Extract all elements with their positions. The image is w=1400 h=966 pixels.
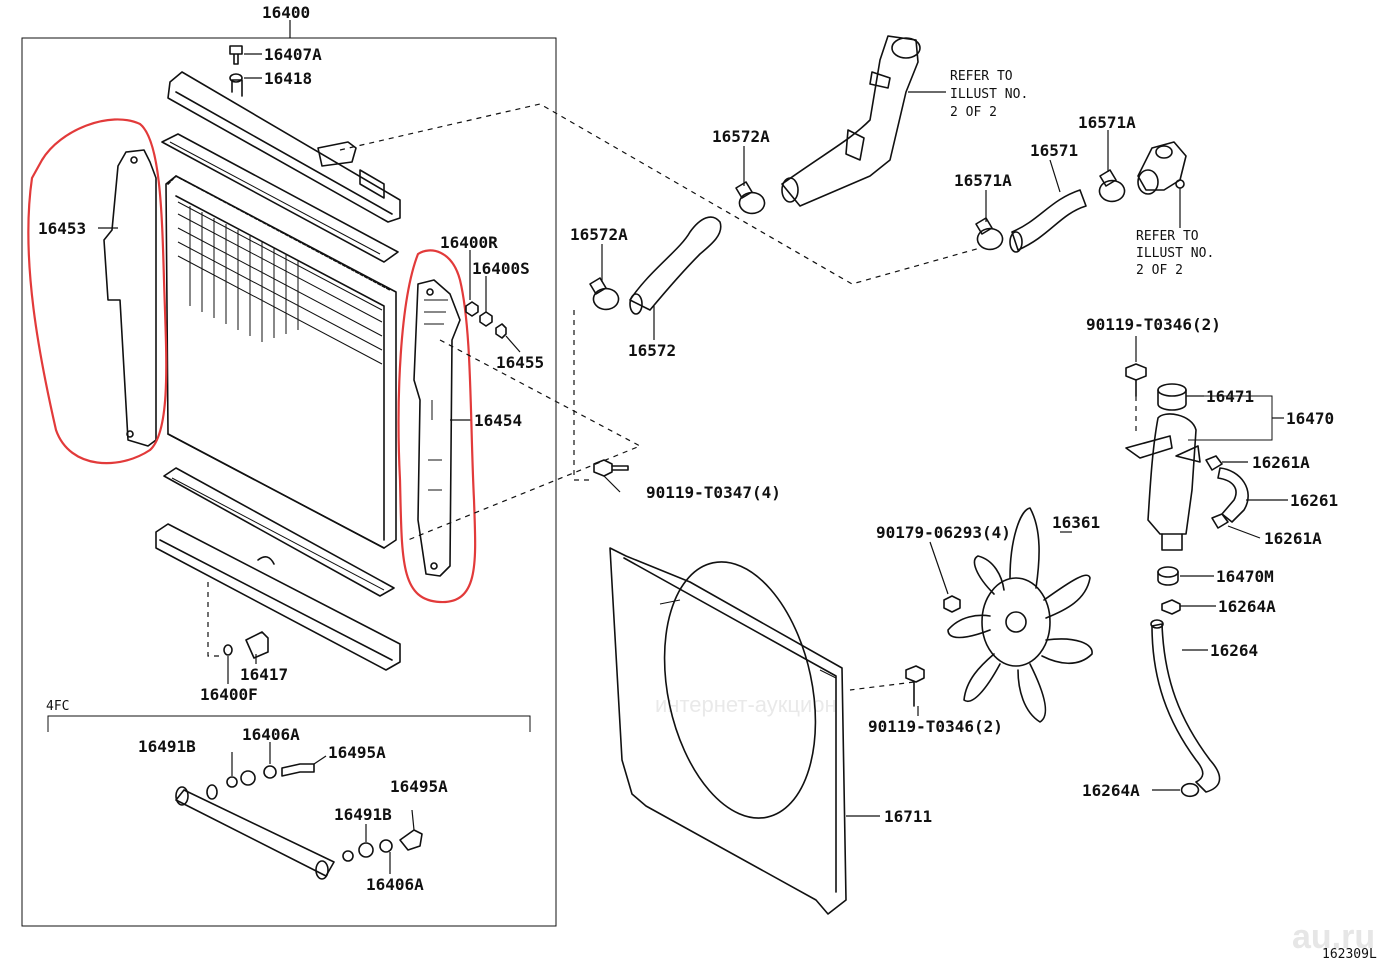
label-16400: 16400: [262, 3, 310, 22]
label-16495A-b: 16495A: [390, 777, 448, 796]
label-4fc: 4FC: [46, 699, 69, 714]
diagram-id: 162309L: [1322, 947, 1377, 962]
hose-clamp-16571A-right: [1098, 169, 1126, 203]
label-16400R: 16400R: [440, 233, 498, 252]
refer1-line3: 2 OF 2: [950, 105, 997, 120]
label-16261: 16261: [1290, 491, 1338, 510]
label-16406A-b: 16406A: [366, 875, 424, 894]
right-side-support: [413, 279, 461, 577]
left-side-support: [103, 149, 157, 447]
radiator-assembly-frame: [21, 37, 557, 927]
leader-upper-hose: [339, 103, 981, 285]
label-16407A: 16407A: [264, 45, 322, 64]
label-90119-T0346-top: 90119-T0346(2): [1086, 315, 1221, 334]
label-16711: 16711: [884, 807, 932, 826]
hose-16264: [1150, 619, 1221, 793]
radiator-core: [165, 175, 397, 549]
cooling-fan: [947, 507, 1093, 723]
refer2-line3: 2 OF 2: [1136, 263, 1183, 278]
highlight-16454: [397, 249, 477, 604]
radiator-upper-tank: [167, 71, 401, 223]
nut-90179-06293: [943, 595, 961, 613]
hose-clamp-16572A-left: [589, 277, 620, 311]
variant-bracket: [47, 715, 531, 732]
watermark-logo: au.ru: [1292, 918, 1375, 956]
hose-clamp-16571A-left: [975, 217, 1004, 251]
label-16454: 16454: [474, 411, 522, 430]
refer1-line2: ILLUST NO.: [950, 87, 1028, 102]
bolt-90119-T0346-tank: [1125, 363, 1147, 397]
label-90119-T0347: 90119-T0347(4): [646, 483, 781, 502]
label-16571A-left: 16571A: [954, 171, 1012, 190]
label-16264A-top: 16264A: [1218, 597, 1276, 616]
label-90179-06293: 90179-06293(4): [876, 523, 1011, 542]
clamp-16264A-bottom: [1180, 782, 1200, 798]
reservoir-tank: [1125, 413, 1201, 551]
bolt-90119-T0347: [593, 459, 629, 477]
bolt-90119-T0346-fan: [905, 665, 925, 707]
label-16572A-left: 16572A: [570, 225, 628, 244]
clamp-16264A-top: [1161, 599, 1181, 615]
label-16491B-b: 16491B: [334, 805, 392, 824]
lower-gasket: [163, 467, 395, 597]
label-16470M: 16470M: [1216, 567, 1274, 586]
reservoir-cap: [1157, 383, 1187, 411]
label-16417: 16417: [240, 665, 288, 684]
radiator-cap-bolt: [229, 45, 243, 83]
label-16572: 16572: [628, 341, 676, 360]
radiator-hose-16571: [1009, 189, 1087, 253]
label-16400F: 16400F: [200, 685, 258, 704]
label-16406A-a: 16406A: [242, 725, 300, 744]
hose-16261: [1205, 455, 1249, 529]
label-16495A-a: 16495A: [328, 743, 386, 762]
fan-shroud: [609, 547, 847, 915]
label-90119-T0346-fan: 90119-T0346(2): [868, 717, 1003, 736]
label-16470: 16470: [1286, 409, 1334, 428]
grommet-16470M: [1157, 566, 1179, 586]
label-16264: 16264: [1210, 641, 1258, 660]
label-16491B-a: 16491B: [138, 737, 196, 756]
leader-lower-hose: [573, 310, 594, 481]
water-inlet-pipe: [781, 35, 921, 207]
label-16572A-top: 16572A: [712, 127, 770, 146]
label-16571: 16571: [1030, 141, 1078, 160]
label-16571A-right: 16571A: [1078, 113, 1136, 132]
highlight-16453: [27, 118, 168, 465]
watermark-text: интернет-аукцион: [655, 692, 837, 717]
label-16453: 16453: [38, 219, 86, 238]
label-16418: 16418: [264, 69, 312, 88]
label-16261A-bottom: 16261A: [1264, 529, 1322, 548]
label-16261A-top: 16261A: [1252, 453, 1310, 472]
radiator-lower-tank: [155, 523, 401, 671]
upper-gasket: [161, 133, 399, 263]
refer2-line1: REFER TO: [1136, 229, 1199, 244]
label-16361: 16361: [1052, 513, 1100, 532]
drain-cock: [223, 631, 269, 659]
oil-cooler-pipe: [175, 763, 423, 880]
radiator-hose-16572: [629, 216, 722, 315]
leader-side-bolts: [407, 339, 642, 541]
refer1-line1: REFER TO: [950, 69, 1013, 84]
water-outlet: [1137, 141, 1187, 195]
hose-clamp-16572A-top: [735, 181, 766, 215]
label-16400S: 16400S: [472, 259, 530, 278]
refer2-line2: ILLUST NO.: [1136, 246, 1214, 261]
label-16455: 16455: [496, 353, 544, 372]
label-16264A-bottom: 16264A: [1082, 781, 1140, 800]
